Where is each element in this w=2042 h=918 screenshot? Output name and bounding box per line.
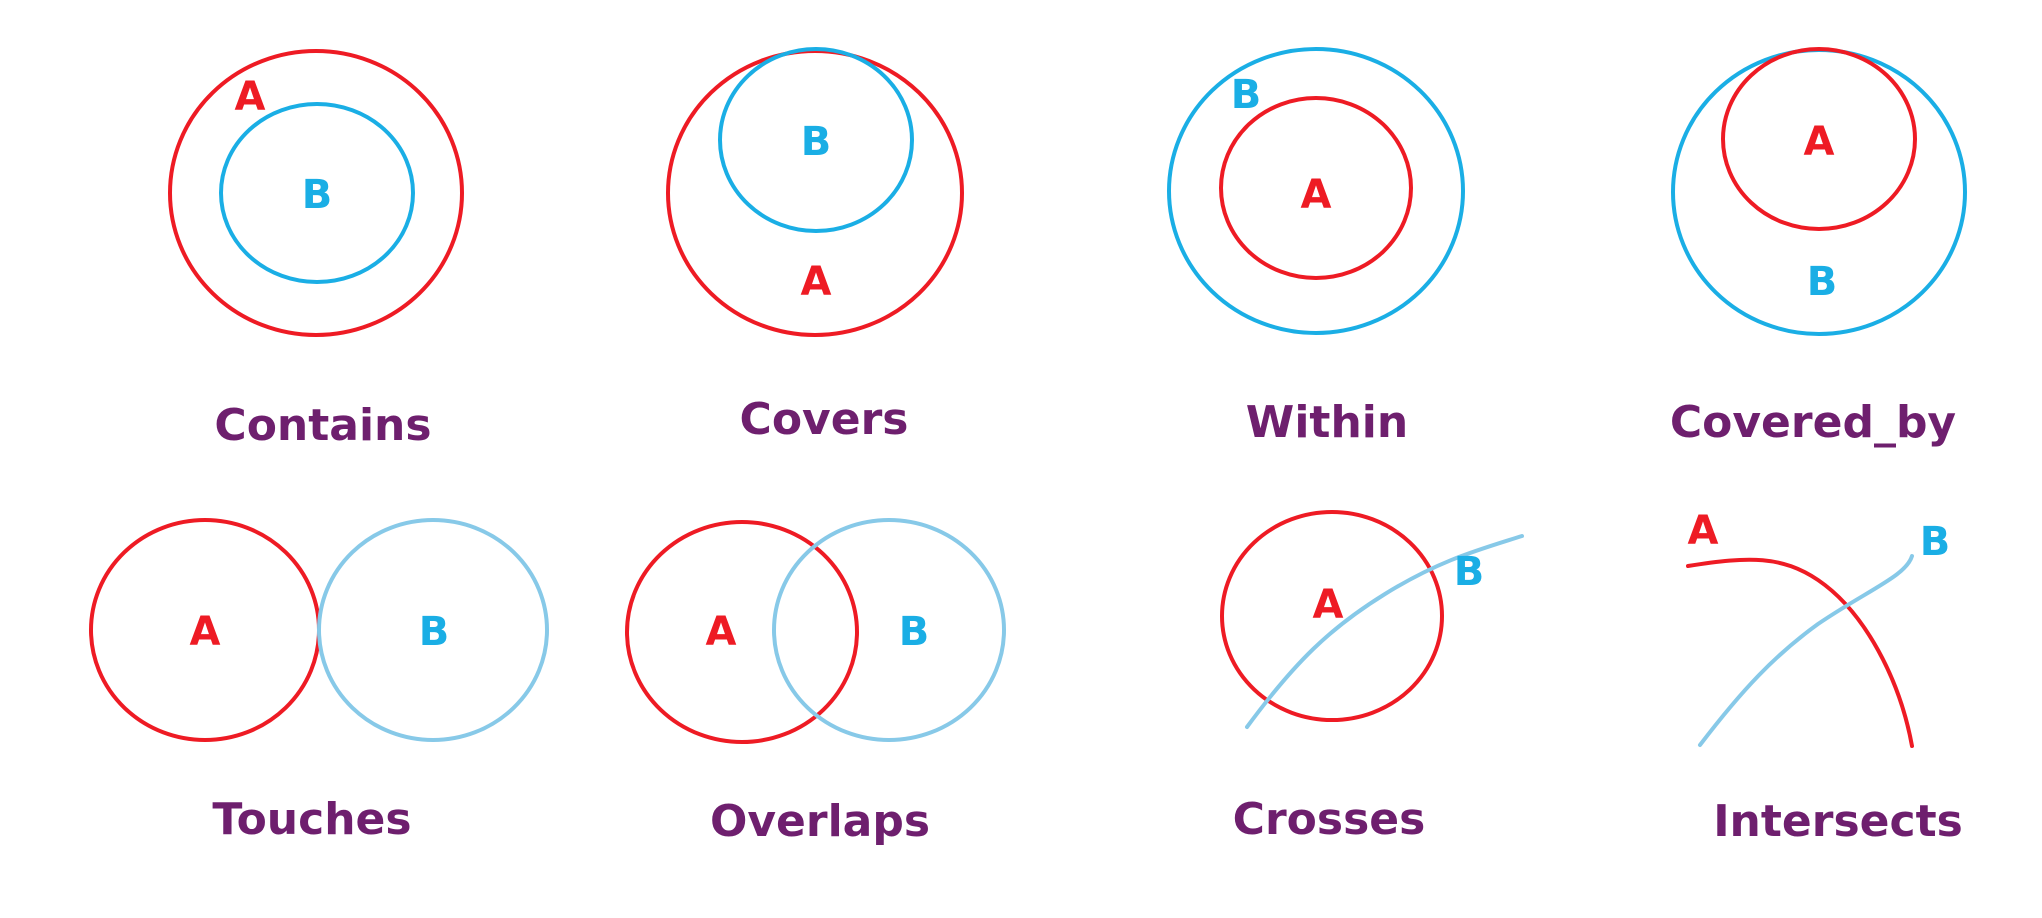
- caption-intersects: Intersects: [1713, 796, 1963, 847]
- label-a: A: [1301, 172, 1332, 218]
- panel-covered-by: A B Covered_by: [1670, 47, 1967, 448]
- shape-a-circle: [1721, 47, 1917, 231]
- label-b: B: [801, 119, 832, 165]
- caption-crosses: Crosses: [1233, 794, 1426, 845]
- shape-b-circle: [317, 518, 549, 742]
- shape-b-line: [1245, 534, 1524, 729]
- caption-touches: Touches: [212, 794, 411, 845]
- panel-intersects: A B Intersects: [1686, 508, 1963, 847]
- label-a: A: [801, 259, 832, 305]
- panel-contains: A B Contains: [168, 49, 464, 451]
- panel-covers: B A Covers: [666, 47, 964, 445]
- label-b: B: [899, 609, 930, 655]
- label-b: B: [1231, 72, 1262, 118]
- label-b: B: [1920, 519, 1951, 565]
- label-b: B: [302, 172, 333, 218]
- label-a: A: [706, 609, 737, 655]
- label-b: B: [419, 609, 450, 655]
- shape-a-circle: [168, 49, 464, 337]
- shape-a-circle: [1220, 510, 1444, 722]
- caption-covered-by: Covered_by: [1670, 397, 1956, 448]
- label-b: B: [1454, 549, 1485, 595]
- shape-a-circle: [1219, 96, 1413, 280]
- shape-a-line: [1686, 557, 1914, 748]
- shape-b-circle: [1167, 47, 1465, 335]
- caption-covers: Covers: [740, 394, 909, 445]
- panel-crosses: A B Crosses: [1220, 510, 1524, 845]
- label-a: A: [1313, 582, 1344, 628]
- label-a: A: [1804, 119, 1835, 165]
- panel-overlaps: A B Overlaps: [625, 518, 1006, 847]
- caption-contains: Contains: [214, 400, 431, 451]
- label-a: A: [1688, 508, 1719, 554]
- panel-touches: A B Touches: [89, 518, 549, 845]
- label-a: A: [190, 609, 221, 655]
- caption-overlaps: Overlaps: [710, 796, 930, 847]
- shape-a-circle: [625, 520, 859, 744]
- panel-within: B A Within: [1167, 47, 1465, 448]
- caption-within: Within: [1246, 397, 1408, 448]
- shape-b-line: [1698, 554, 1914, 747]
- shape-b-circle: [718, 47, 914, 233]
- label-a: A: [235, 74, 266, 120]
- label-b: B: [1807, 259, 1838, 305]
- shape-b-circle: [772, 518, 1006, 742]
- shape-b-circle: [219, 102, 415, 284]
